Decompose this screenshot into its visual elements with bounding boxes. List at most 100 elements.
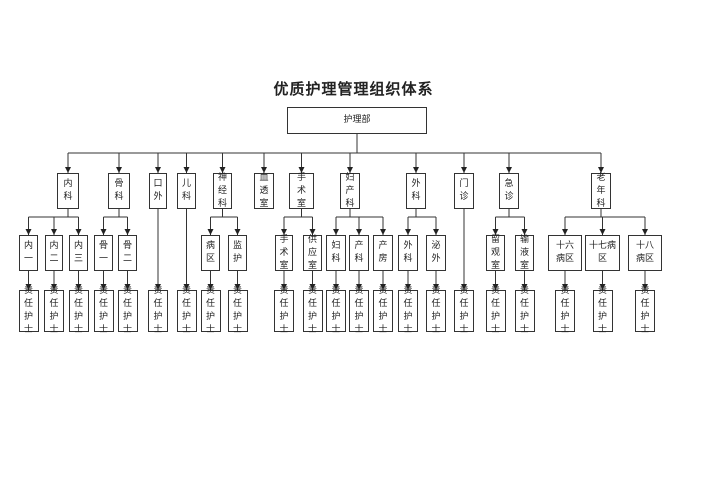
- arrowhead-icon: [51, 284, 57, 290]
- arrowhead-icon: [562, 284, 568, 290]
- arrowhead-icon: [598, 167, 604, 173]
- arrowhead-icon: [433, 229, 439, 235]
- arrowhead-icon: [599, 284, 606, 290]
- arrowhead-icon: [333, 284, 339, 290]
- sub-unit-node: 内一: [19, 235, 38, 271]
- arrowhead-icon: [116, 167, 122, 173]
- arrowhead-icon: [642, 229, 648, 235]
- arrowhead-icon: [25, 284, 32, 290]
- arrowhead-icon: [183, 167, 190, 173]
- sub-unit-node: 监护: [228, 235, 247, 271]
- arrowhead-icon: [298, 167, 305, 173]
- responsible-nurse-node: 责任护士: [176, 286, 197, 335]
- arrowhead-icon: [261, 167, 267, 173]
- arrowhead-icon: [347, 167, 353, 173]
- department-node: 老年科: [591, 173, 611, 209]
- arrowhead-icon: [405, 229, 411, 235]
- arrowhead-icon: [207, 284, 214, 290]
- arrowhead-icon: [100, 229, 107, 235]
- responsible-nurse-node: 责任护士: [485, 286, 506, 335]
- department-node: 儿科: [177, 173, 196, 209]
- arrowhead-icon: [405, 284, 411, 290]
- responsible-nurse-node: 责任护士: [200, 286, 221, 335]
- root-node-nursing-dept: 护理部: [287, 107, 427, 134]
- arrowhead-icon: [155, 284, 161, 290]
- arrowhead-icon: [599, 229, 606, 235]
- sub-unit-node: 产科: [349, 235, 369, 271]
- responsible-nurse-node: 责任护士: [302, 286, 323, 335]
- arrowhead-icon: [155, 167, 161, 173]
- sub-unit-node: 妇科: [326, 235, 346, 271]
- department-node: 血透室: [254, 173, 274, 209]
- arrowhead-icon: [25, 229, 32, 235]
- arrowhead-icon: [124, 229, 131, 235]
- department-node: 外科: [406, 173, 426, 209]
- arrowhead-icon: [356, 229, 362, 235]
- responsible-nurse-node: 责任护士: [68, 286, 89, 335]
- arrowhead-icon: [309, 284, 316, 290]
- responsible-nurse-node: 责任护士: [148, 286, 168, 335]
- sub-unit-node: 骨二: [118, 235, 137, 271]
- department-node: 门诊: [454, 173, 474, 209]
- sub-unit-node: 内二: [45, 235, 63, 271]
- responsible-nurse-node: 责任护士: [93, 286, 114, 335]
- arrowhead-icon: [356, 284, 362, 290]
- sub-unit-node: 输液室: [515, 235, 534, 271]
- arrowhead-icon: [333, 229, 339, 235]
- arrowhead-icon: [309, 229, 316, 235]
- sub-unit-node: 外科: [398, 235, 418, 271]
- department-node: 妇产科: [340, 173, 360, 209]
- arrowhead-icon: [100, 284, 107, 290]
- department-node: 急诊: [499, 173, 519, 209]
- sub-unit-node: 泌外: [426, 235, 446, 271]
- responsible-nurse-node: 责任护士: [349, 286, 369, 335]
- arrowhead-icon: [51, 229, 57, 235]
- department-node: 手术室: [289, 173, 314, 209]
- arrowhead-icon: [562, 229, 568, 235]
- arrowhead-icon: [461, 284, 467, 290]
- arrowhead-icon: [124, 284, 131, 290]
- department-node: 口外: [149, 173, 167, 209]
- arrowhead-icon: [281, 284, 287, 290]
- sub-unit-node: 手术室: [275, 235, 293, 271]
- department-node: 骨科: [108, 173, 130, 209]
- arrowhead-icon: [75, 229, 82, 235]
- arrowhead-icon: [461, 167, 467, 173]
- department-node: 神经科: [213, 173, 232, 209]
- sub-unit-node: 留观室: [486, 235, 505, 271]
- sub-unit-node: 十七病区: [585, 235, 620, 271]
- responsible-nurse-node: 责任护士: [44, 286, 64, 335]
- arrowhead-icon: [65, 167, 71, 173]
- arrowhead-icon: [506, 167, 512, 173]
- arrowhead-icon: [183, 284, 190, 290]
- department-node: 内科: [57, 173, 79, 209]
- arrowhead-icon: [234, 229, 241, 235]
- arrowhead-icon: [75, 284, 82, 290]
- arrowhead-icon: [219, 167, 226, 173]
- responsible-nurse-node: 责任护士: [117, 286, 138, 335]
- responsible-nurse-node: 责任护士: [398, 286, 418, 335]
- sub-unit-node: 内三: [69, 235, 88, 271]
- responsible-nurse-node: 责任护士: [514, 286, 535, 335]
- responsible-nurse-node: 责任护士: [592, 286, 613, 335]
- arrowhead-icon: [281, 229, 287, 235]
- sub-unit-node: 十八病区: [628, 235, 662, 271]
- sub-unit-node: 十六病区: [548, 235, 582, 271]
- arrowhead-icon: [380, 229, 386, 235]
- arrowhead-icon: [413, 167, 419, 173]
- responsible-nurse-node: 责任护士: [227, 286, 248, 335]
- chart-title: 优质护理管理组织体系: [273, 80, 434, 98]
- responsible-nurse-node: 责任护士: [555, 286, 575, 335]
- responsible-nurse-node: 责任护士: [326, 286, 346, 335]
- arrowhead-icon: [492, 284, 499, 290]
- responsible-nurse-node: 责任护士: [18, 286, 39, 335]
- responsible-nurse-node: 责任护士: [426, 286, 446, 335]
- arrowhead-icon: [234, 284, 241, 290]
- responsible-nurse-node: 责任护士: [274, 286, 294, 335]
- arrowhead-icon: [492, 229, 499, 235]
- arrowhead-icon: [380, 284, 386, 290]
- arrowhead-icon: [521, 284, 528, 290]
- arrowhead-icon: [521, 229, 528, 235]
- responsible-nurse-node: 责任护士: [373, 286, 393, 335]
